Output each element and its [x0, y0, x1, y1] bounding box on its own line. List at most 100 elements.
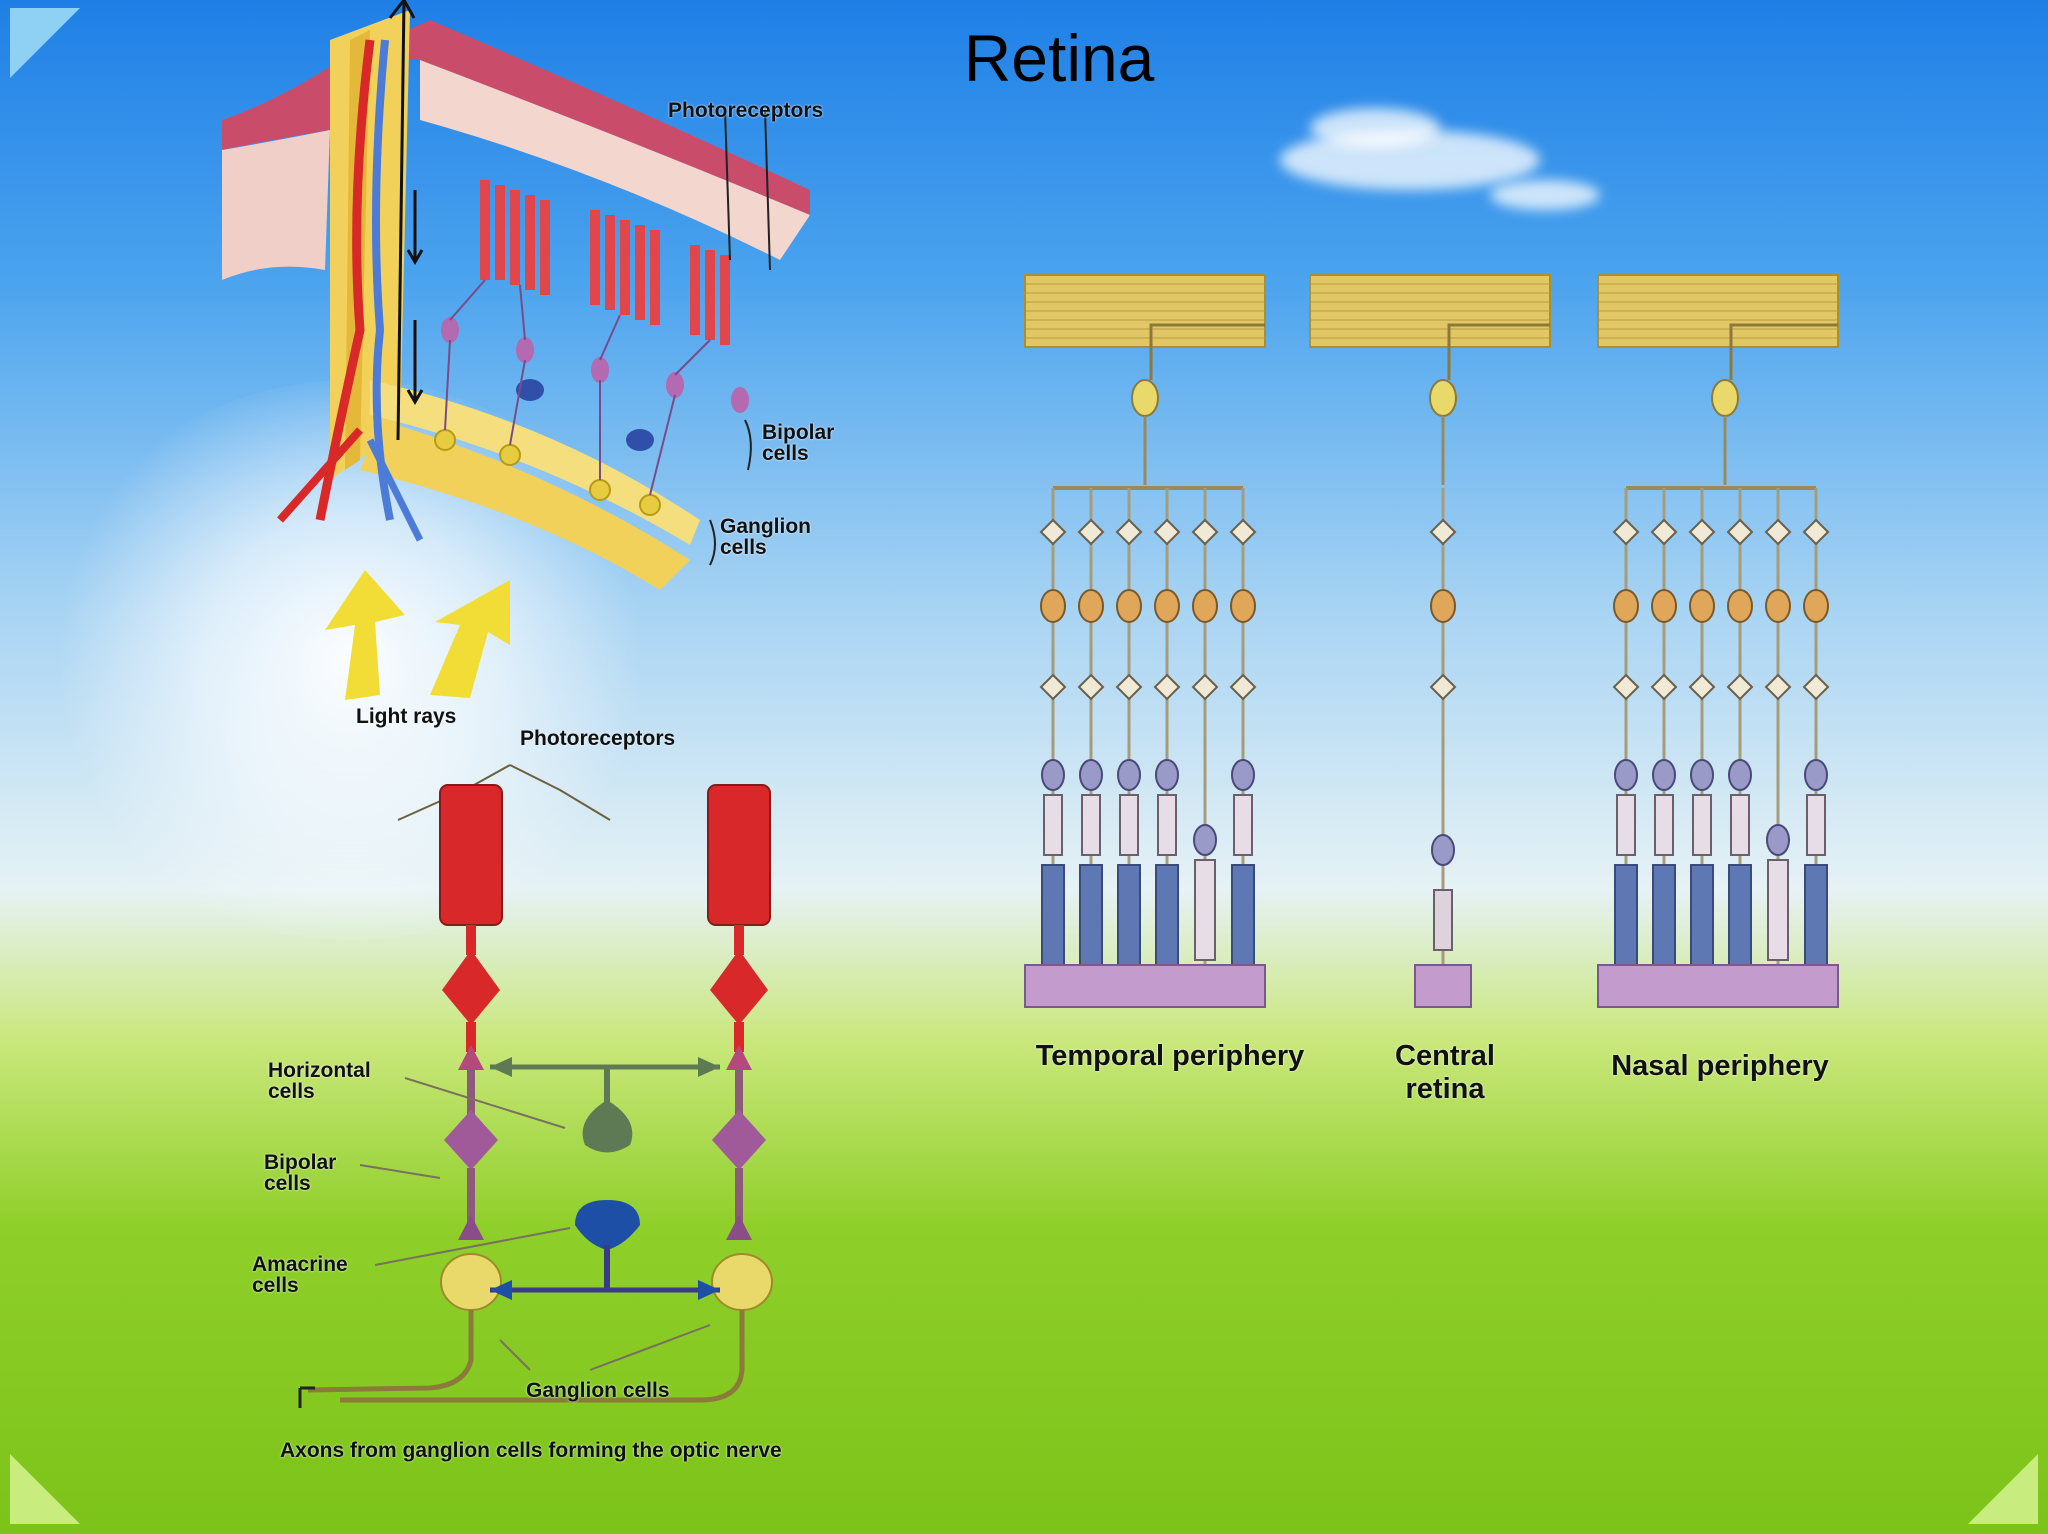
ganglion-axon [1729, 323, 1838, 380]
synapse-node [1612, 518, 1640, 546]
synapse-node [1650, 673, 1678, 701]
label-horizontal-cells: Horizontal cells [268, 1059, 371, 1103]
ganglion-axon [1149, 323, 1265, 380]
inner-segment [1043, 794, 1063, 856]
synapse-node [1153, 673, 1181, 701]
label-photoreceptors-circuit: Photoreceptors [520, 727, 676, 750]
pigment-epithelium [1414, 964, 1472, 1008]
photoreceptor-nucleus [1431, 834, 1455, 866]
synapse-node [1612, 673, 1640, 701]
bipolar-cell [1040, 589, 1066, 623]
retina-cross-section-illustration [222, 0, 810, 590]
retina-regions-diagram [1024, 274, 1839, 1008]
photoreceptor-nucleus [1652, 759, 1676, 791]
label-bipolar-cells: Bipolar cells [264, 1151, 337, 1195]
photoreceptor-nucleus [1766, 824, 1790, 856]
synapse-node [1802, 673, 1830, 701]
outer-segment [1117, 864, 1141, 966]
pigment-epithelium [1024, 964, 1266, 1008]
synapse-node [1764, 673, 1792, 701]
synapse-node [1802, 518, 1830, 546]
label-photoreceptors-top: Photoreceptors [668, 99, 824, 122]
pigment-epithelium [1597, 964, 1839, 1008]
bipolar-cell [1689, 589, 1715, 623]
inner-segment [1616, 794, 1636, 856]
bipolar-cell [1651, 589, 1677, 623]
photoreceptor-nucleus [1193, 824, 1217, 856]
inner-segment [1806, 794, 1826, 856]
bipolar-cell [1727, 589, 1753, 623]
bipolar-cell [1230, 589, 1256, 623]
synapse-node [1115, 518, 1143, 546]
synapse-node [1650, 518, 1678, 546]
ganglion-cell [1131, 379, 1159, 417]
label-central-retina: Central retina [1395, 1040, 1495, 1105]
inner-segment [1654, 794, 1674, 856]
inner-segment [1730, 794, 1750, 856]
bipolar-cell [1765, 589, 1791, 623]
rod-segment [1194, 859, 1216, 961]
ganglion-cell [1429, 379, 1457, 417]
synapse-node [1229, 673, 1257, 701]
label-temporal-periphery: Temporal periphery [1035, 1040, 1305, 1072]
synapse-node [1764, 518, 1792, 546]
synapse-node [1153, 518, 1181, 546]
synapse-node [1077, 673, 1105, 701]
synapse-node [1191, 673, 1219, 701]
synapse-node [1115, 673, 1143, 701]
outer-segment [1041, 864, 1065, 966]
label-nasal-periphery: Nasal periphery [1611, 1050, 1829, 1082]
slide-title: Retina [963, 21, 1155, 95]
photoreceptor-nucleus [1117, 759, 1141, 791]
bipolar-cell [1116, 589, 1142, 623]
corner-triangle-bottom-left [10, 1454, 80, 1524]
corner-triangle-top-left [10, 8, 80, 78]
outer-segment [1231, 864, 1255, 966]
outer-segment [1804, 864, 1828, 966]
inner-segment [1692, 794, 1712, 856]
label-axons-optic-nerve: Axons from ganglion cells forming the op… [280, 1439, 782, 1462]
bipolar-cell [1430, 589, 1456, 623]
outer-segment [1079, 864, 1103, 966]
corner-triangle-bottom-right [1968, 1454, 2038, 1524]
photoreceptor-nucleus [1079, 759, 1103, 791]
synapse-node [1229, 518, 1257, 546]
retina-circuit-diagram [298, 764, 773, 1408]
bipolar-cell [1078, 589, 1104, 623]
synapse-node [1191, 518, 1219, 546]
photoreceptor-nucleus [1804, 759, 1828, 791]
photoreceptor-nucleus [1728, 759, 1752, 791]
bipolar-cell [1613, 589, 1639, 623]
photoreceptor-nucleus [1614, 759, 1638, 791]
label-light-rays: Light rays [356, 705, 457, 728]
ganglion-cell [1711, 379, 1739, 417]
label-bipolar-top: Bipolar cells [762, 421, 835, 465]
label-ganglion-top: Ganglion cells [720, 515, 811, 559]
synapse-node [1726, 673, 1754, 701]
synapse-node [1429, 673, 1457, 701]
outer-segment [1155, 864, 1179, 966]
synapse-node [1688, 518, 1716, 546]
synapse-node [1039, 673, 1067, 701]
bipolar-cell [1192, 589, 1218, 623]
outer-segment [1690, 864, 1714, 966]
photoreceptor-nucleus [1231, 759, 1255, 791]
outer-segment [1652, 864, 1676, 966]
bipolar-cell [1803, 589, 1829, 623]
ganglion-axon [1447, 323, 1550, 380]
photoreceptor-nucleus [1690, 759, 1714, 791]
synapse-node [1039, 518, 1067, 546]
cone-inner-segment [1433, 889, 1453, 951]
inner-segment [1119, 794, 1139, 856]
synapse-node [1077, 518, 1105, 546]
inner-segment [1157, 794, 1177, 856]
rod-segment [1767, 859, 1789, 961]
outer-segment [1728, 864, 1752, 966]
inner-segment [1233, 794, 1253, 856]
label-ganglion-cells: Ganglion cells [526, 1379, 670, 1402]
synapse-node [1688, 673, 1716, 701]
bipolar-cell [1154, 589, 1180, 623]
synapse-node [1726, 518, 1754, 546]
cloud [1310, 108, 1440, 148]
cloud [1490, 180, 1600, 210]
